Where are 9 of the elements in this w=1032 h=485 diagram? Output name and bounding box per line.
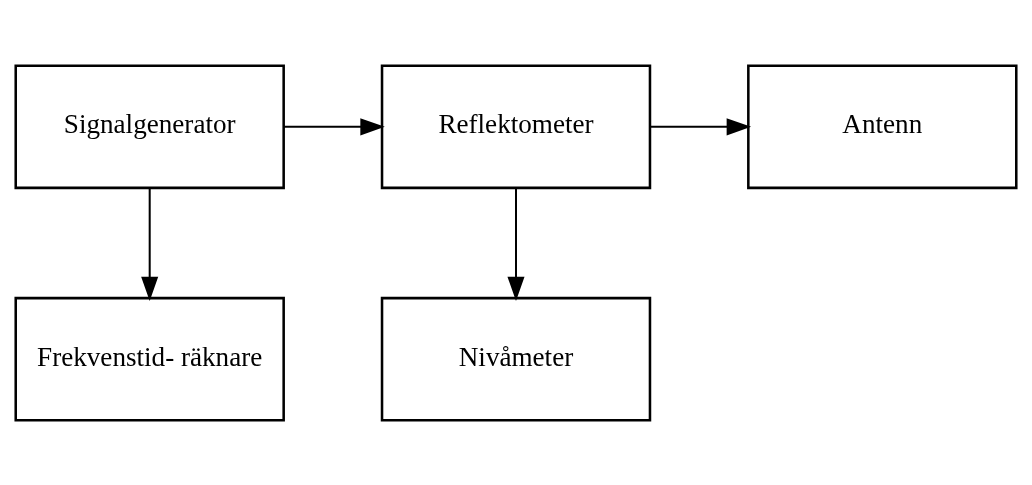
node-box: Frekvenstid- räknare: [14, 296, 285, 421]
arrow: [141, 188, 159, 301]
node-box: Reflektometer: [380, 64, 652, 189]
arrow: [284, 117, 385, 135]
node-box: Antenn: [747, 64, 1018, 189]
arrow: [507, 188, 525, 301]
arrow: [650, 117, 752, 135]
node-box: Signalgenerator: [14, 64, 285, 189]
node-box: Nivåmeter: [380, 296, 652, 421]
